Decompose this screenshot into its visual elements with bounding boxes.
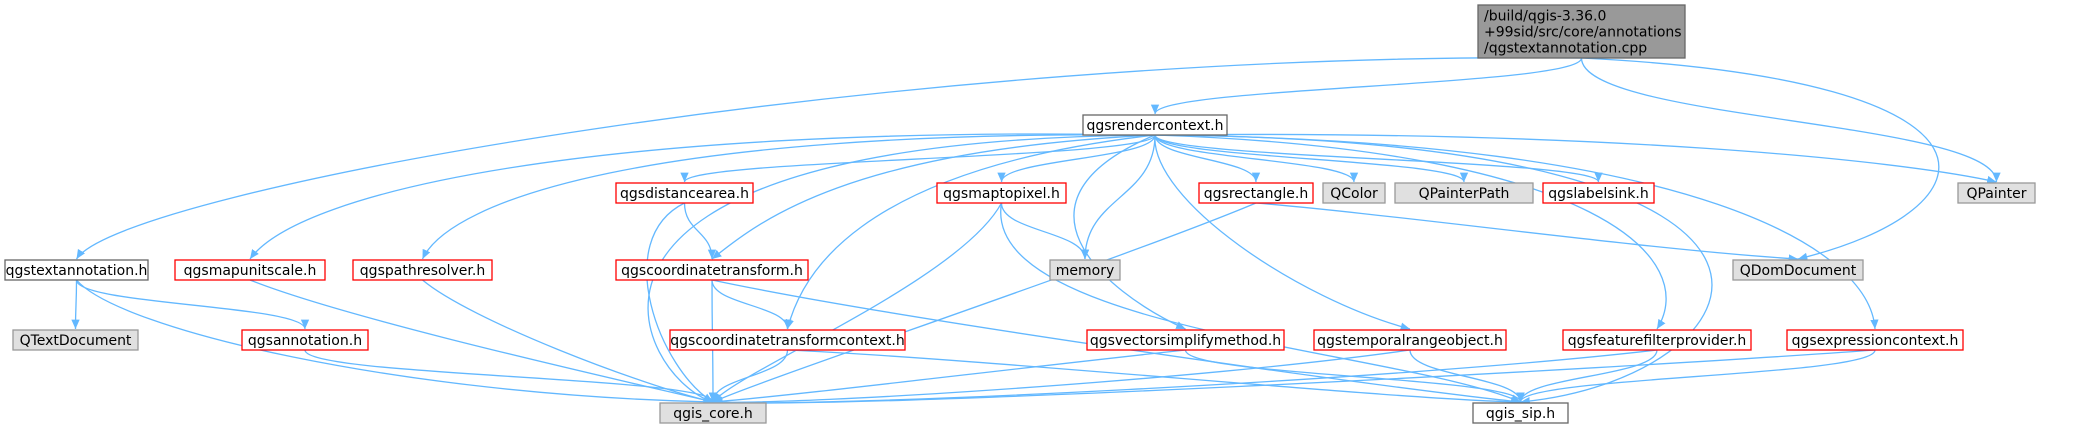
edge-qgsrendercontext-to-qpainter bbox=[1154, 133, 1997, 184]
root-label-line: /build/qgis-3.36.0 bbox=[1484, 9, 1606, 25]
edge-qgscoordinatetransform-to-qgis_sip bbox=[711, 279, 1521, 406]
node-qgis-core[interactable]: qgis_core.h bbox=[659, 402, 767, 424]
edge-qgsrendercontext-to-qgsdistancearea bbox=[680, 134, 1156, 183]
edge-qgsrendercontext-to-memory bbox=[1080, 134, 1156, 260]
node-qcolor[interactable]: QColor bbox=[1322, 182, 1386, 204]
edge-qgsrendercontext-to-qcolor bbox=[1154, 134, 1359, 183]
edge-qgspathresolver-to-qgis_core bbox=[422, 279, 714, 404]
edge-root-to-qgstextannotation bbox=[75, 57, 1582, 260]
edge-qgscoordinatetransform-to-qgscoordinatetransformcontext bbox=[711, 279, 792, 330]
node-qdomdocument[interactable]: QDomDocument bbox=[1732, 259, 1864, 281]
node-label: qgis_sip.h bbox=[1486, 406, 1555, 422]
edge-qgsfeaturefilterprovider-to-qgis_sip bbox=[1516, 349, 1658, 403]
dependency-nodes: /build/qgis-3.36.0+99sid/src/core/annota… bbox=[4, 4, 2036, 424]
root-label-line: /qgstextannotation.cpp bbox=[1484, 41, 1647, 57]
edge-qgsexpressioncontext-to-qgis_core bbox=[712, 349, 1876, 407]
node-qgstextannotation[interactable]: qgstextannotation.h bbox=[4, 259, 149, 281]
node-label: qgstextannotation.h bbox=[6, 263, 148, 279]
node-label: memory bbox=[1056, 263, 1115, 279]
edge-qgstemporalrangeobject-to-qgis_sip bbox=[1409, 349, 1525, 403]
edge-qgsdistancearea-to-qgscoordinatetransform bbox=[683, 202, 717, 260]
edge-qgsrendercontext-to-qpainterpath bbox=[1154, 134, 1469, 183]
node-label: QPainter bbox=[1966, 186, 2026, 202]
node-label: qgscoordinatetransformcontext.h bbox=[670, 333, 904, 349]
node-label: qgsmaptopixel.h bbox=[943, 186, 1060, 202]
node-root[interactable]: /build/qgis-3.36.0+99sid/src/core/annota… bbox=[1477, 4, 1686, 59]
node-label: qgscoordinatetransform.h bbox=[621, 263, 803, 279]
node-qgsmaptopixel[interactable]: qgsmaptopixel.h bbox=[936, 182, 1067, 204]
node-memory[interactable]: memory bbox=[1049, 259, 1121, 281]
edge-qgsmaptopixel-to-memory bbox=[1000, 202, 1090, 260]
edge-qgsmapunitscale-to-qgis_core bbox=[249, 279, 714, 404]
node-label: qgspathresolver.h bbox=[360, 263, 485, 279]
node-label: qgsrendercontext.h bbox=[1086, 118, 1223, 134]
edge-qgsmaptopixel-to-qgis_core bbox=[712, 202, 1003, 403]
node-label: qgsvectorsimplifymethod.h bbox=[1090, 333, 1281, 349]
edge-qgstextannotation-to-qgsannotation bbox=[75, 279, 310, 330]
node-label: qgsexpressioncontext.h bbox=[1792, 333, 1959, 349]
node-label: qgis_core.h bbox=[673, 406, 753, 422]
edge-qgsrectangle-to-qgis_core bbox=[712, 202, 1257, 403]
node-qgsmapunitscale[interactable]: qgsmapunitscale.h bbox=[174, 259, 326, 281]
edge-root-to-qpainter bbox=[1580, 57, 2001, 183]
edge-qgsrendercontext-to-qgstemporalrangeobject bbox=[1154, 134, 1411, 331]
edge-qgsrendercontext-to-qgis_sip bbox=[1154, 134, 1713, 406]
edge-qgsexpressioncontext-to-qgis_sip bbox=[1516, 349, 1876, 403]
edge-qgsvectorsimplifymethod-to-qgis_core bbox=[712, 349, 1186, 406]
node-label: qgstemporalrangeobject.h bbox=[1317, 333, 1503, 349]
edge-qgsrendercontext-to-qgscoordinatetransform bbox=[711, 134, 1156, 260]
edge-qgsrendercontext-to-qgsmaptopixel bbox=[997, 134, 1156, 183]
node-qpainterpath[interactable]: QPainterPath bbox=[1394, 182, 1534, 204]
node-qgsannotation[interactable]: qgsannotation.h bbox=[241, 329, 369, 351]
node-qgsrectangle[interactable]: qgsrectangle.h bbox=[1198, 182, 1314, 204]
edge-qgsrendercontext-to-qgslabelsink bbox=[1154, 134, 1603, 183]
dependency-edges bbox=[71, 57, 2001, 407]
edge-qgsannotation-to-qgis_core bbox=[304, 349, 718, 403]
node-label: QPainterPath bbox=[1419, 186, 1510, 202]
node-label: qgsrectangle.h bbox=[1204, 186, 1308, 202]
node-qgsexpressioncontext[interactable]: qgsexpressioncontext.h bbox=[1786, 329, 1964, 351]
edge-qgscoordinatetransformcontext-to-qgis_core bbox=[708, 349, 789, 403]
node-label: QDomDocument bbox=[1740, 263, 1857, 279]
edge-qgsmaptopixel-to-qgis_sip bbox=[1000, 202, 1521, 403]
node-qgspathresolver[interactable]: qgspathresolver.h bbox=[352, 259, 493, 281]
node-qtextdocument[interactable]: QTextDocument bbox=[12, 329, 139, 351]
node-label: QColor bbox=[1330, 186, 1378, 202]
node-label: qgslabelsink.h bbox=[1548, 186, 1648, 202]
edge-qgsrendercontext-to-qgsrectangle bbox=[1154, 134, 1261, 183]
node-qgsfeaturefilterprovider[interactable]: qgsfeaturefilterprovider.h bbox=[1562, 329, 1752, 351]
node-qgis-sip[interactable]: qgis_sip.h bbox=[1472, 402, 1569, 424]
edge-qgsrendercontext-to-qgsmapunitscale bbox=[249, 133, 1156, 260]
root-label-line: +99sid/src/core/annotations bbox=[1484, 25, 1682, 41]
node-qgsvectorsimplifymethod[interactable]: qgsvectorsimplifymethod.h bbox=[1086, 329, 1285, 351]
edge-qgsrendercontext-to-qgscoordinatetransformcontext bbox=[785, 134, 1156, 330]
edge-qgstextannotation-to-qgis_core bbox=[76, 279, 714, 406]
edge-root-to-qdomdocument bbox=[1581, 57, 1940, 261]
node-qgsrendercontext[interactable]: qgsrendercontext.h bbox=[1082, 114, 1228, 136]
edge-qgsrendercontext-to-qgspathresolver bbox=[421, 134, 1156, 260]
edge-qgstextannotation-to-qtextdocument bbox=[71, 279, 80, 330]
node-label: qgsfeaturefilterprovider.h bbox=[1568, 333, 1747, 349]
edge-qgsdistancearea-to-qgis_core bbox=[646, 202, 714, 403]
node-qpainter[interactable]: QPainter bbox=[1957, 182, 2036, 204]
edge-qgsrendercontext-to-qgsvectorsimplifymethod bbox=[1073, 134, 1186, 330]
node-label: QTextDocument bbox=[20, 333, 132, 349]
node-qgscoordinatetransformcontext[interactable]: qgscoordinatetransformcontext.h bbox=[669, 329, 906, 351]
edge-qgstemporalrangeobject-to-qgis_core bbox=[712, 349, 1411, 407]
edge-qgsrectangle-to-qdomdocument bbox=[1255, 202, 1799, 263]
node-qgscoordinatetransform[interactable]: qgscoordinatetransform.h bbox=[615, 259, 809, 281]
node-qgsdistancearea[interactable]: qgsdistancearea.h bbox=[615, 182, 754, 204]
node-label: qgsmapunitscale.h bbox=[184, 263, 317, 279]
edge-qgsrendercontext-to-qgsfeaturefilterprovider bbox=[1154, 134, 1667, 330]
node-label: qgsannotation.h bbox=[248, 333, 362, 349]
edge-qgsrendercontext-to-qgsexpressioncontext bbox=[1154, 134, 1879, 330]
edge-qgscoordinatetransformcontext-to-qgis_sip bbox=[787, 349, 1521, 407]
node-qgstemporalrangeobject[interactable]: qgstemporalrangeobject.h bbox=[1313, 329, 1507, 351]
edge-root-to-qgsrendercontext bbox=[1150, 57, 1583, 115]
node-label: qgsdistancearea.h bbox=[620, 186, 749, 202]
node-qgslabelsink[interactable]: qgslabelsink.h bbox=[1542, 182, 1655, 204]
